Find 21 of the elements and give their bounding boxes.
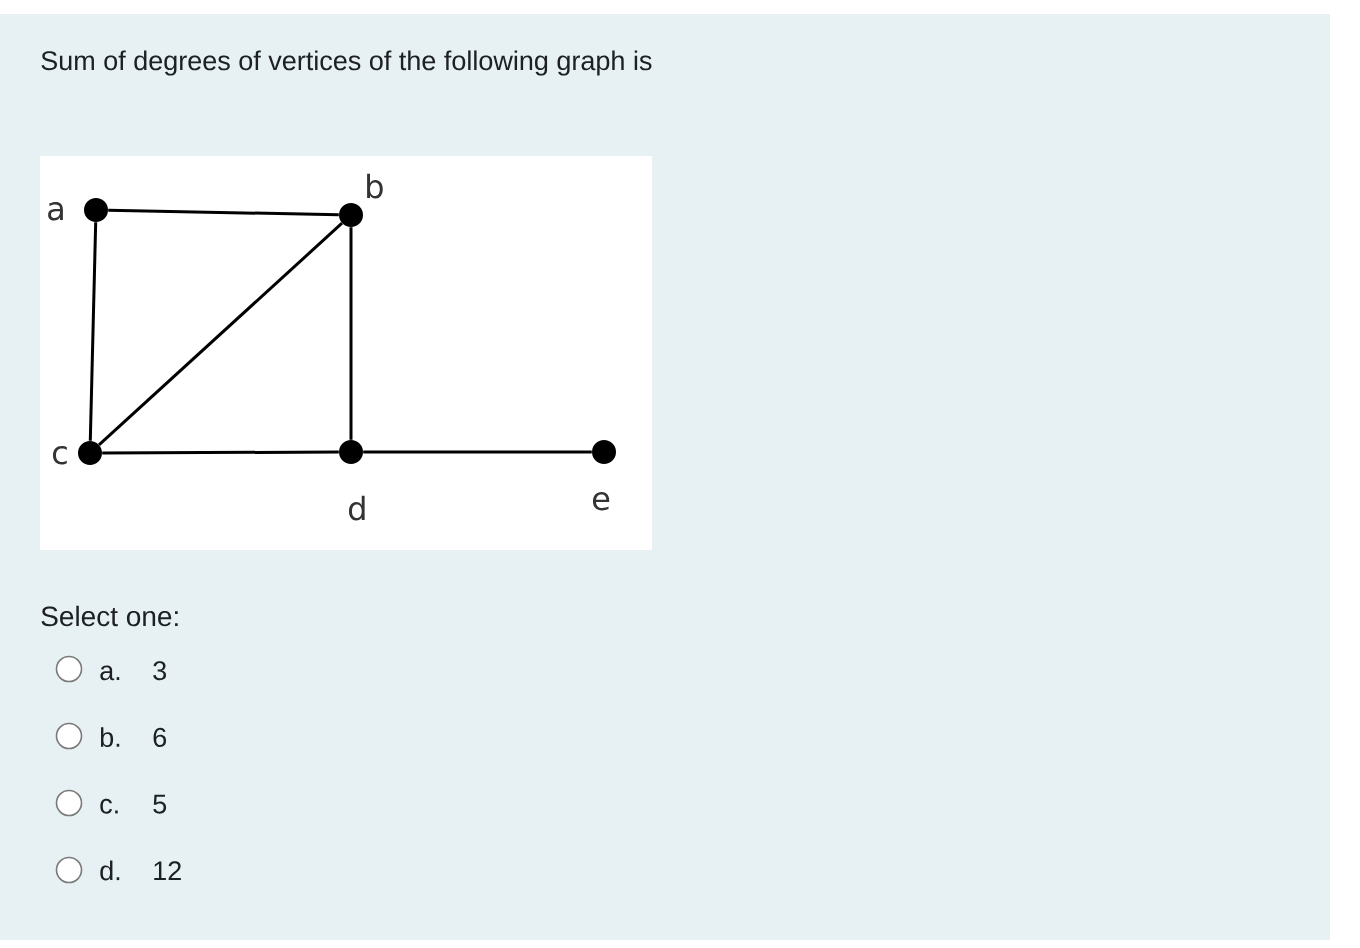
graph-edge	[102, 450, 339, 455]
graph-edge	[349, 227, 353, 440]
vertex-label: c	[52, 446, 67, 465]
option-letter: d.	[100, 860, 120, 881]
prompt-text: Select one:	[41, 605, 178, 627]
option-letter: a.	[100, 665, 120, 681]
question-text: Sum of degrees of vertices of the following graph is	[41, 50, 652, 76]
option-letter: c.	[100, 798, 118, 814]
graph-edge	[88, 222, 98, 441]
graph-edge	[108, 208, 339, 217]
vertex-label: e	[593, 492, 610, 511]
option-value: 5	[153, 794, 167, 814]
option-letter: b.	[100, 727, 120, 747]
option-value: 12	[154, 861, 181, 881]
graph-edge	[98, 222, 343, 446]
vertex-label: b	[367, 173, 383, 199]
vertex-label: d	[349, 495, 365, 521]
option-value: 3	[153, 661, 167, 681]
option-value: 6	[153, 727, 167, 747]
vertex-label: a	[48, 202, 63, 221]
graph-edge	[363, 450, 592, 454]
